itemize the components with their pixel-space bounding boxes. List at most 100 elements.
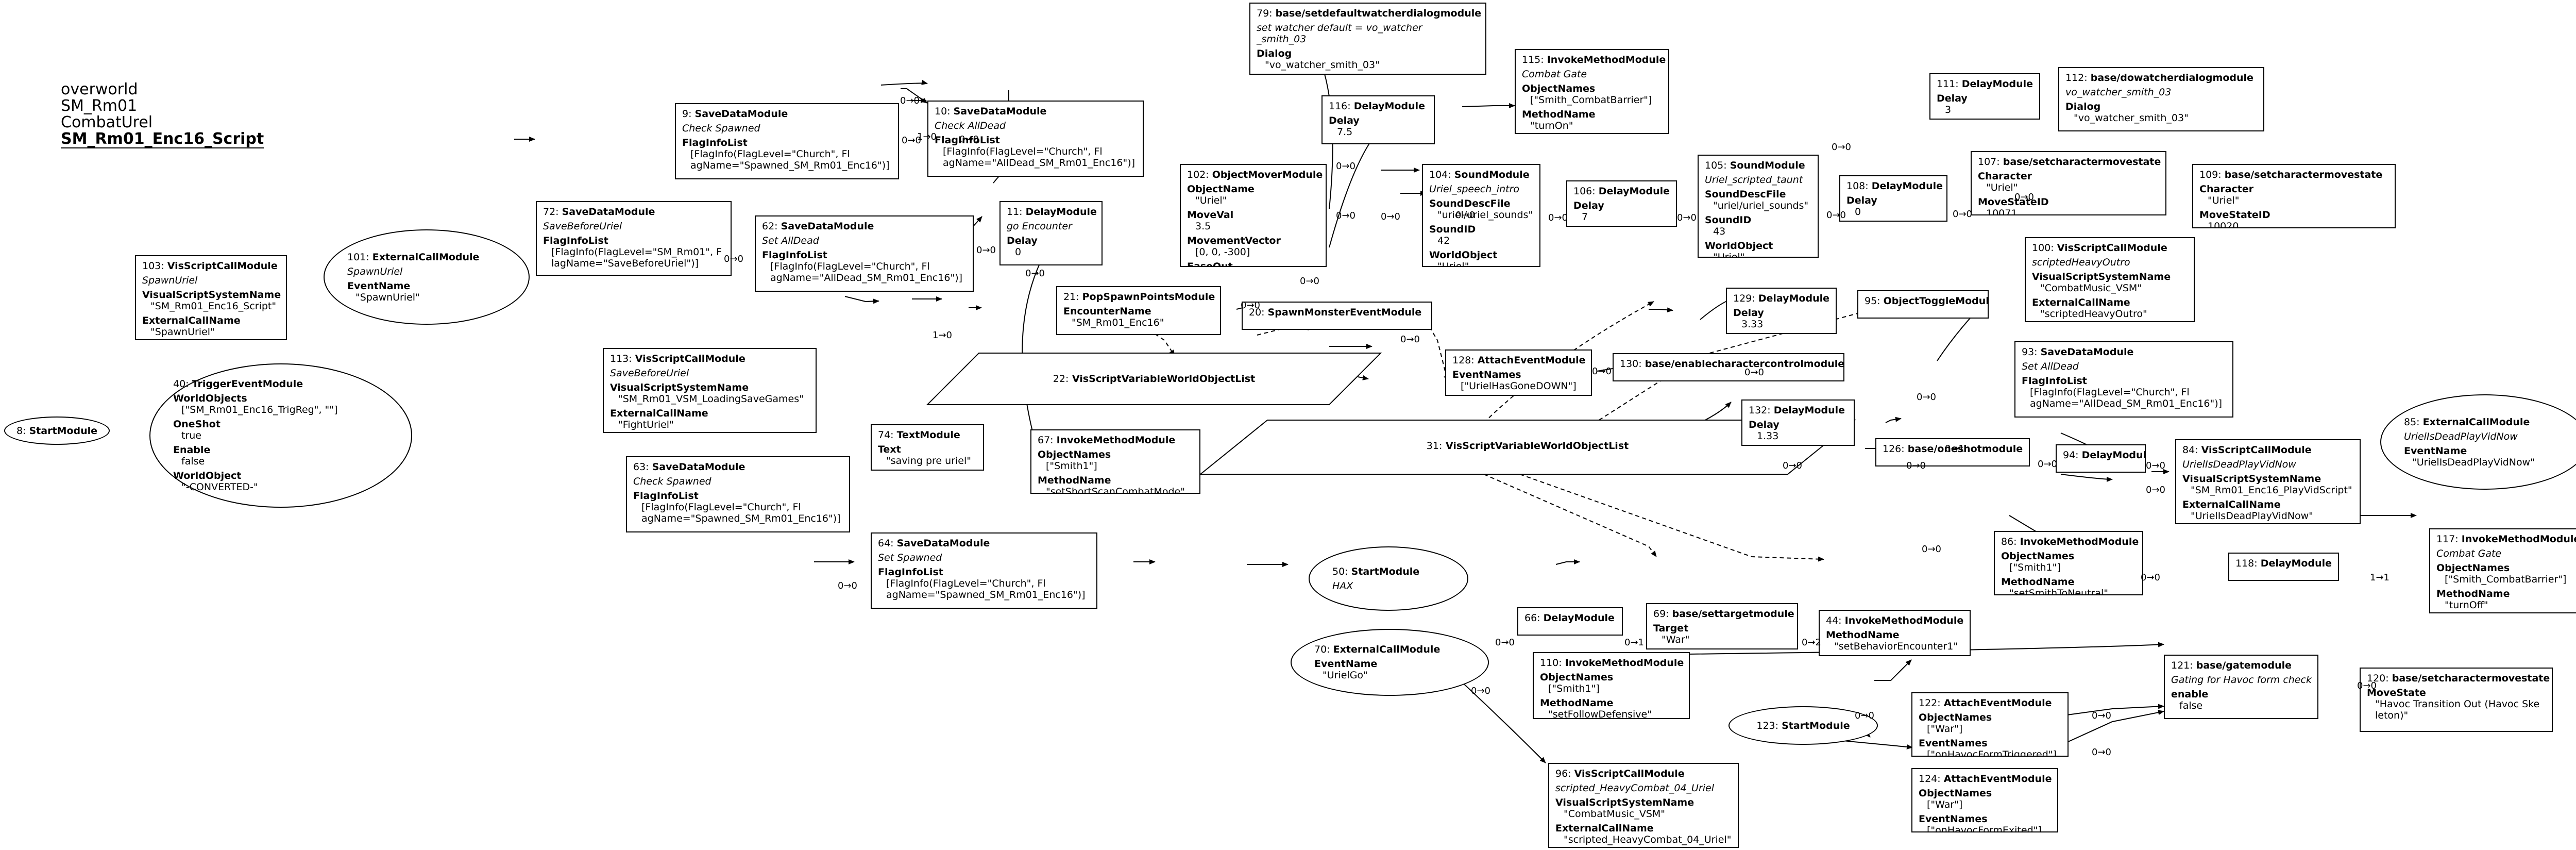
node-130[interactable]: 130: base/enablecharactercontrolmodule bbox=[1613, 353, 1844, 381]
node-number: 74: bbox=[878, 429, 897, 441]
node-number: 122: bbox=[1919, 697, 1944, 709]
field-name: WorldObject bbox=[1429, 249, 1498, 261]
edge bbox=[1649, 307, 1673, 313]
node-type: DelayModule bbox=[2260, 558, 2332, 569]
node-20[interactable]: 20: SpawnMonsterEventModule bbox=[1242, 302, 1432, 330]
field-value: "Uriel" bbox=[1713, 252, 1745, 258]
node-number: 62: bbox=[762, 221, 781, 232]
node-118[interactable]: 118: DelayModule bbox=[2228, 553, 2339, 581]
edge-label: 0→0 bbox=[2146, 485, 2165, 495]
edge-label: 0→0 bbox=[1471, 686, 1490, 696]
field-value: 7 bbox=[1582, 211, 1588, 223]
node-number: 11: bbox=[1007, 206, 1026, 218]
node-field: VisualScriptSystemName"SM_Rm01_VSM_Loadi… bbox=[610, 382, 810, 405]
edge-label: 0→0 bbox=[1917, 392, 1936, 403]
field-value: [FlagInfo(FlagLevel="Church", Fl agName=… bbox=[943, 146, 1136, 169]
node-number: 9: bbox=[682, 108, 695, 120]
node-field: WorldObject"-CONVERTED-" bbox=[173, 470, 258, 493]
node-95[interactable]: 95: ObjectToggleModule bbox=[1857, 290, 1989, 319]
node-field: FlagInfoList[FlagInfo(FlagLevel="Church"… bbox=[762, 249, 968, 284]
node-header: 109: base/setcharactermovestate bbox=[2199, 169, 2389, 180]
node-field: WorldObjects["SM_Rm01_Enc16_TrigReg", ""… bbox=[173, 393, 337, 415]
node-123[interactable]: 123: StartModule bbox=[1728, 706, 1878, 745]
node-number: 124: bbox=[1919, 773, 1944, 785]
edge-label: 0→0 bbox=[1400, 334, 1420, 345]
field-value: "UrielGo" bbox=[1323, 670, 1368, 681]
node-number: 130: bbox=[1620, 358, 1645, 370]
node-126[interactable]: 126: base/oneshotmodule bbox=[1875, 438, 2030, 466]
node-22[interactable]: 22: VisScriptVariableWorldObjectList bbox=[1053, 373, 1255, 385]
node-31[interactable]: 31: VisScriptVariableWorldObjectList bbox=[1427, 440, 1629, 452]
field-value: "Havoc Transition Out (Havoc Ske leton)" bbox=[2375, 698, 2540, 721]
field-value: 1.33 bbox=[1757, 430, 1779, 442]
node-type: SaveDataModule bbox=[2040, 346, 2134, 358]
node-8[interactable]: 8: StartModule bbox=[4, 416, 110, 445]
node-header: 101: ExternalCallModule bbox=[347, 252, 479, 263]
node-header: 84: VisScriptCallModule bbox=[2182, 444, 2354, 456]
node-field: Character"Uriel" bbox=[2199, 184, 2389, 206]
node-field: Character"Uriel" bbox=[1978, 171, 2160, 193]
node-type: base/oneshotmodule bbox=[1907, 443, 2023, 455]
node-header: 62: SaveDataModule bbox=[762, 221, 968, 232]
node-type: InvokeMethodModule bbox=[1056, 435, 1176, 446]
field-name: ObjectNames bbox=[1522, 83, 1596, 94]
node-94[interactable]: 94: DelayModule bbox=[2056, 444, 2146, 473]
field-value: "SM_Rm01_Enc16" bbox=[1072, 317, 1164, 328]
node-66[interactable]: 66: DelayModule bbox=[1517, 607, 1623, 636]
node-subtitle: Combat Gate bbox=[1522, 69, 1587, 80]
field-value: "Uriel" bbox=[1195, 195, 1227, 206]
dashed-edge bbox=[1148, 329, 1175, 356]
field-value: "Uriel" bbox=[1437, 261, 1469, 267]
node-type: InvokeMethodModule bbox=[1844, 615, 1964, 626]
field-value: "vo_watcher_smith_03" bbox=[1265, 59, 1380, 71]
node-header: 103: VisScriptCallModule bbox=[142, 260, 281, 272]
field-value: ["Smith1"] bbox=[2009, 562, 2061, 573]
